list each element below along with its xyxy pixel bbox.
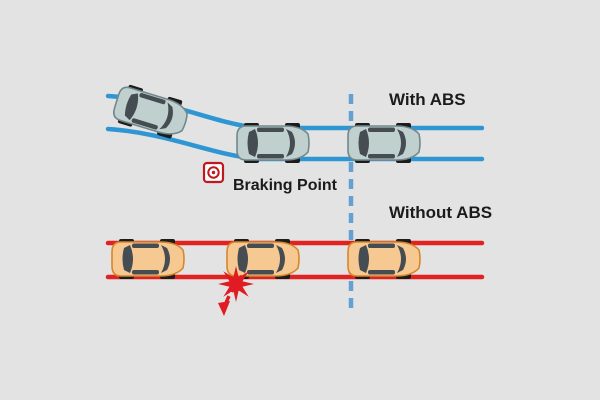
skid-arrowhead-icon: [218, 301, 230, 316]
abs-car-approaching: [347, 122, 421, 164]
braking-point-marker-icon: [202, 161, 225, 184]
label-without-abs: Without ABS: [389, 203, 493, 222]
label-braking-point: Braking Point: [233, 177, 338, 194]
no-abs-cars: [111, 238, 421, 280]
skid-arrow: [224, 274, 244, 304]
abs-car-braking: [236, 122, 310, 164]
label-with-abs: With ABS: [389, 90, 466, 109]
no-abs-car-braking: [226, 238, 300, 280]
crash-indicator: [218, 266, 254, 316]
abs-cars: [109, 81, 421, 164]
no-abs-car-approaching: [347, 238, 421, 280]
no-abs-car-skidded: [111, 238, 185, 280]
crash-star-icon: [218, 266, 254, 302]
